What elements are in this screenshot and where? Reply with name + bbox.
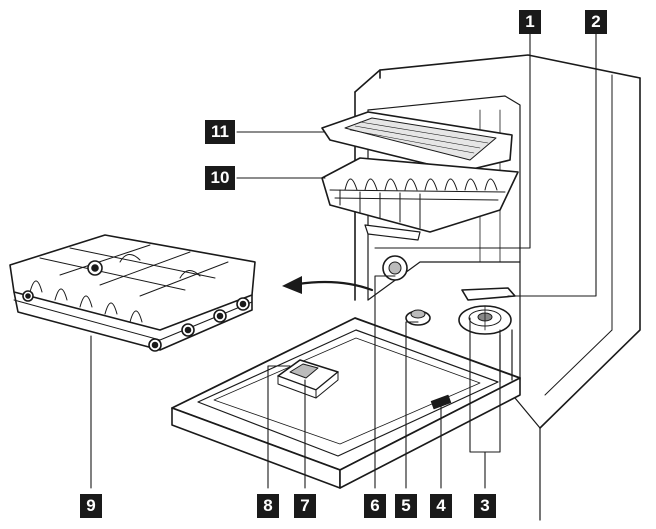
cutlery-tray [321,111,513,173]
callout-1: 1 [519,10,541,34]
callout-4: 4 [430,494,452,518]
callout-7: 7 [294,494,316,518]
callout-8: 8 [257,494,279,518]
lower-basket-wheels [22,260,250,352]
upper-basket [321,157,519,241]
callout-5: 5 [395,494,417,518]
callout-6: 6 [364,494,386,518]
callout-9: 9 [80,494,102,518]
water-hardness-knob [382,255,408,281]
open-door [171,317,521,489]
lower-spray-arm [461,287,516,301]
callout-11: 11 [205,120,235,144]
rating-plate [430,394,452,410]
lower-basket [9,234,256,352]
leader-lines [90,33,597,489]
callout-3: 3 [474,494,496,518]
callout-2: 2 [585,10,607,34]
filters [458,305,512,335]
removal-arrow [282,276,374,294]
callout-10: 10 [205,166,235,190]
detergent-dispenser [277,359,339,399]
salt-container [405,309,431,326]
